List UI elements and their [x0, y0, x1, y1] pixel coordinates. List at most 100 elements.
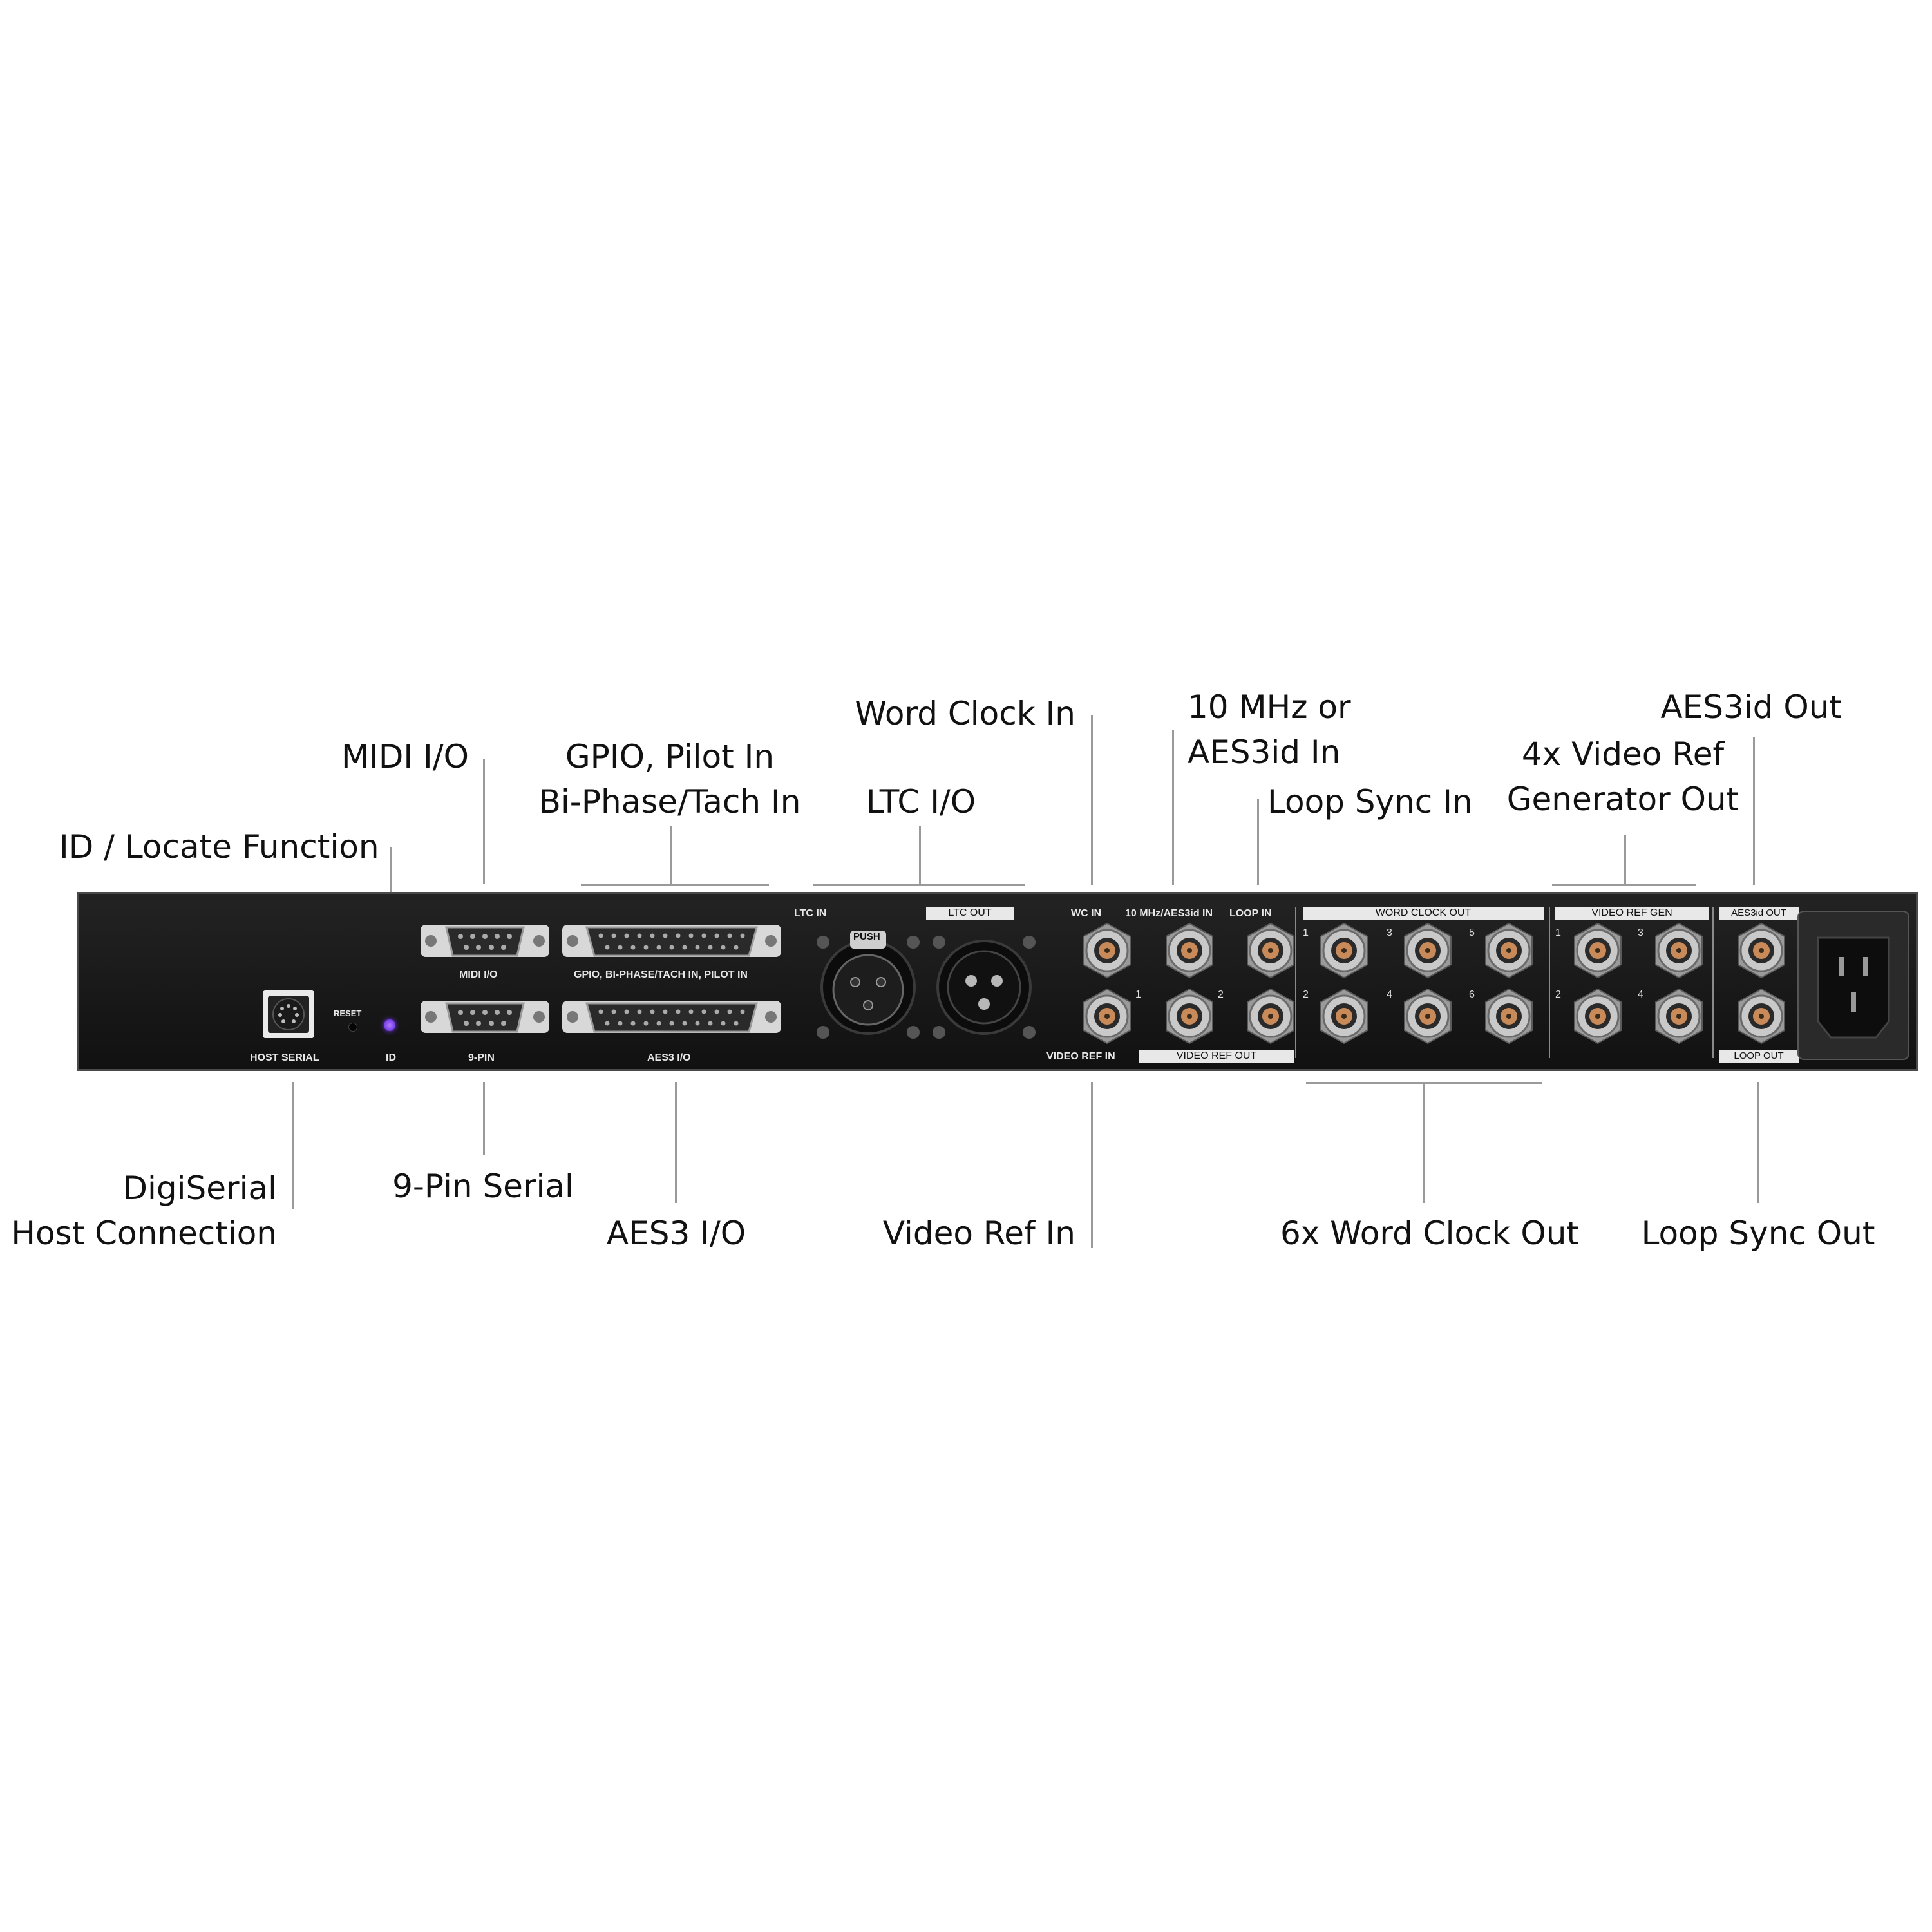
host-serial-label: HOST SERIAL [250, 1052, 319, 1063]
nine-pin-label: 9-PIN [468, 1052, 495, 1063]
db9-connector-icon [421, 1001, 549, 1033]
xlr-male-icon [933, 936, 1036, 1039]
reset-button[interactable] [348, 1023, 357, 1032]
leader-9pin [483, 1082, 485, 1155]
reset-label: RESET [334, 1009, 362, 1018]
callout-midi-io: MIDI I/O [341, 738, 469, 775]
db25-connector-icon [562, 1001, 781, 1033]
group-divider [1712, 907, 1714, 1058]
num-label: 2 [1555, 989, 1561, 1000]
ten-mhz-in-label: 10 MHz/AES3id IN [1125, 908, 1213, 919]
video-ref-out-label: VIDEO REF OUT [1139, 1050, 1294, 1063]
leader-video-ref-in [1091, 1082, 1093, 1248]
leader-video-ref-gen-bracket [1552, 884, 1696, 886]
leader-aes3id-out [1753, 737, 1755, 885]
num-label: 4 [1387, 989, 1392, 1000]
leader-ltc [919, 826, 921, 885]
num-label: 1 [1303, 927, 1309, 938]
callout-loop-sync-in: Loop Sync In [1267, 783, 1473, 820]
bnc-connector [1242, 922, 1299, 979]
id-led[interactable] [384, 1019, 395, 1031]
callout-aes3-io: AES3 I/O [606, 1215, 746, 1252]
bnc-connector [1161, 988, 1218, 1045]
bnc-connector [1481, 922, 1537, 979]
bnc-connector [1481, 988, 1537, 1045]
callout-id-locate: ID / Locate Function [59, 828, 379, 866]
bnc-connector [1399, 922, 1456, 979]
num-label: 2 [1218, 989, 1224, 1000]
bnc-connector [1733, 988, 1790, 1045]
num-label: 1 [1135, 989, 1141, 1000]
bnc-connector [1651, 922, 1707, 979]
leader-midi-io [483, 759, 485, 884]
mini-din-icon [268, 996, 309, 1033]
gpio-label: GPIO, BI-PHASE/TACH IN, PILOT IN [574, 969, 748, 980]
num-label: 2 [1303, 989, 1309, 1000]
callout-aes3id-out: AES3id Out [1660, 688, 1842, 726]
leader-video-ref-gen [1624, 835, 1626, 885]
leader-loop-sync-in [1257, 799, 1259, 885]
ltc-out-label: LTC OUT [926, 907, 1014, 920]
bnc-connector [1242, 988, 1299, 1045]
db25-connector-icon [562, 925, 781, 957]
ltc-out-port [926, 923, 1042, 1054]
leader-10mhz [1172, 730, 1174, 885]
aes3-io-port [562, 989, 781, 1043]
leader-ltc-bracket [813, 884, 1025, 886]
leader-word-clock-out [1423, 1082, 1425, 1203]
bnc-connector [1161, 922, 1218, 979]
word-clock-out-label: WORD CLOCK OUT [1303, 907, 1544, 920]
callout-loop-sync-out: Loop Sync Out [1641, 1215, 1875, 1252]
group-divider [1295, 907, 1296, 1058]
callout-word-clock-in: Word Clock In [855, 695, 1075, 732]
callout-video-ref-line2: Generator Out [1506, 781, 1739, 818]
num-label: 4 [1638, 989, 1643, 1000]
iec-power-icon [1817, 936, 1890, 1039]
num-label: 6 [1469, 989, 1475, 1000]
callout-10mhz-line2: AES3id In [1188, 734, 1341, 771]
wc-in-label: WC IN [1071, 908, 1102, 919]
aes3-io-label: AES3 I/O [647, 1052, 691, 1063]
aes3id-out-label: AES3id OUT [1719, 907, 1799, 920]
midi-io-port [421, 913, 549, 967]
bnc-connector [1569, 988, 1626, 1045]
leader-gpio [670, 826, 672, 885]
leader-loop-sync-out [1757, 1082, 1759, 1203]
leader-word-clock-in [1091, 715, 1093, 885]
leader-gpio-bracket [581, 884, 769, 886]
callout-10mhz-line1: 10 MHz or [1188, 688, 1351, 726]
power-inlet [1797, 911, 1909, 1060]
num-label: 5 [1469, 927, 1475, 938]
bnc-connector [1733, 922, 1790, 979]
callout-digiserial-line2: Host Connection [11, 1215, 277, 1252]
id-label: ID [386, 1052, 396, 1063]
group-divider [1549, 907, 1550, 1058]
video-ref-in-label: VIDEO REF IN [1046, 1051, 1115, 1062]
callout-video-ref-in: Video Ref In [882, 1215, 1075, 1252]
leader-aes3-io [675, 1082, 677, 1203]
bnc-connector [1651, 988, 1707, 1045]
ltc-in-label: LTC IN [794, 908, 827, 919]
db9-connector-icon [421, 925, 549, 957]
callout-word-clock-out: 6x Word Clock Out [1280, 1215, 1580, 1252]
callout-video-ref-line1: 4x Video Ref [1521, 735, 1725, 773]
midi-io-label: MIDI I/O [459, 969, 498, 980]
bnc-connector [1569, 922, 1626, 979]
bnc-connector [1079, 988, 1135, 1045]
callout-gpio-line2: Bi-Phase/Tach In [538, 783, 801, 820]
num-label: 3 [1638, 927, 1643, 938]
loop-in-label: LOOP IN [1229, 908, 1272, 919]
bnc-connector [1316, 988, 1372, 1045]
num-label: 1 [1555, 927, 1561, 938]
xlr-female-icon [817, 931, 920, 1039]
video-ref-gen-label: VIDEO REF GEN [1555, 907, 1709, 920]
callout-ltc-io: LTC I/O [866, 783, 976, 820]
bnc-connector [1316, 922, 1372, 979]
bnc-connector [1079, 922, 1135, 979]
leader-digiserial [292, 1082, 294, 1209]
callout-digiserial-line1: DigiSerial [122, 1170, 277, 1207]
device-rear-panel: HOST SERIAL RESET ID MIDI I/O 9-PIN [77, 892, 1918, 1071]
num-label: 3 [1387, 927, 1392, 938]
ltc-in-port [810, 923, 926, 1054]
callout-gpio-line1: GPIO, Pilot In [565, 738, 775, 775]
